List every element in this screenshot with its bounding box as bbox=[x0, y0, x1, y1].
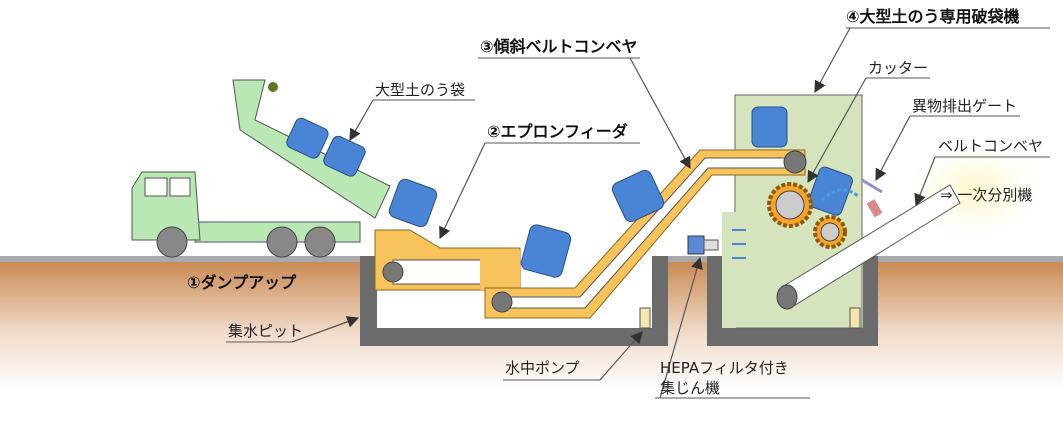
leader-lines bbox=[226, 27, 1050, 399]
belt-conveyor bbox=[776, 184, 961, 310]
label-dump-up: ①ダンプアップ bbox=[187, 273, 297, 292]
label-inclined-conveyor: ③傾斜ベルトコンベヤ bbox=[480, 37, 638, 56]
dust-collector bbox=[687, 229, 746, 259]
dust-intake bbox=[722, 212, 736, 328]
sandbags bbox=[286, 106, 853, 278]
label-primary-sorter: ⇒ 一次分別機 bbox=[940, 186, 1032, 204]
label-bag-breaker: ④大型土のう専用破袋機 bbox=[846, 7, 1020, 26]
submersible-pump-icon-right bbox=[849, 307, 861, 329]
bag-flow-arrow-icon bbox=[820, 188, 859, 202]
submersible-pump-icon bbox=[639, 307, 651, 329]
label-foreign-matter-gate: 異物排出ゲート bbox=[912, 97, 1017, 115]
label-submersible-pump: 水中ポンプ bbox=[505, 359, 580, 377]
label-water-pit: 集水ピット bbox=[228, 322, 303, 340]
inclined-belt-conveyor bbox=[480, 149, 807, 319]
label-large-sandbag: 大型土のう袋 bbox=[375, 81, 465, 99]
label-dust-collector-1: HEPAフィルタ付き bbox=[660, 359, 789, 377]
label-cutter: カッター bbox=[868, 59, 928, 77]
label-belt-conveyor: ベルトコンベヤ bbox=[938, 137, 1043, 155]
foreign-matter-gate bbox=[861, 178, 883, 194]
foreign-matter bbox=[866, 199, 883, 218]
label-apron-feeder: ②エプロンフィーダ bbox=[487, 122, 628, 141]
cutter-icon bbox=[767, 182, 847, 249]
label-dust-collector-2: 集じん機 bbox=[660, 379, 720, 397]
